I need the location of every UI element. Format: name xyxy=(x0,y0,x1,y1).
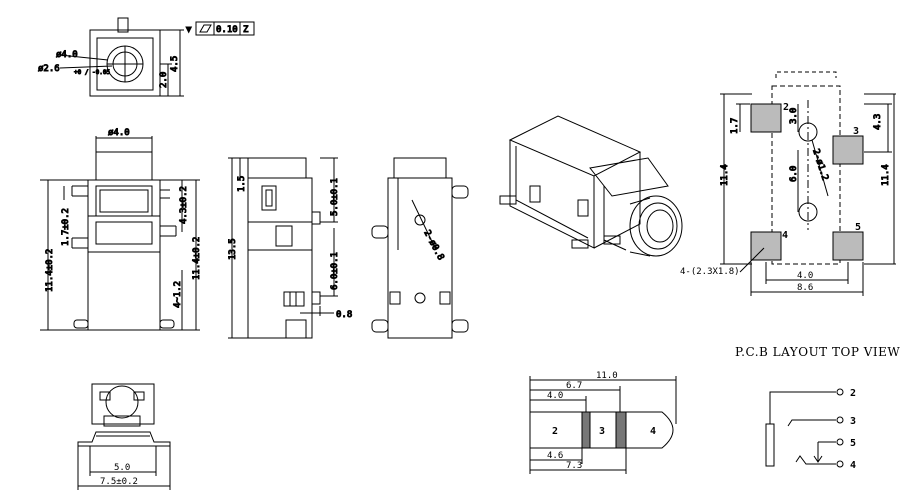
svg-text:▼: ▼ xyxy=(186,25,192,35)
bottom-view-dim-outer: 7.5±0.2 xyxy=(100,477,138,487)
top-view-body xyxy=(89,29,161,97)
pcb-dim-inner: 4.0 xyxy=(797,271,813,281)
plug-insulator-2 xyxy=(615,411,627,449)
plug-diagram: 2 3 4 11.0 6.7 4.0 4.6 7.3 xyxy=(529,371,677,474)
schematic: 2 3 5 4 xyxy=(765,388,856,471)
back-view-hole-upper xyxy=(414,214,426,226)
front-view-dim-right: 11.4±0.2 xyxy=(192,237,202,280)
schematic-terminal-2 xyxy=(836,388,844,396)
bottom-view-body xyxy=(91,383,155,425)
isometric-view xyxy=(499,115,683,257)
top-view-dim-inner-tol: +0 / -0.05 xyxy=(74,69,111,76)
pcb-dim-right-short: 4.3 xyxy=(873,114,883,130)
back-view-hole-lower xyxy=(414,292,426,304)
tolerance-datum: Z xyxy=(243,25,249,35)
front-view-body xyxy=(87,179,161,331)
front-view-dim-top-left: 1.7±0.2 xyxy=(61,208,71,246)
plug-dim-low-a: 4.6 xyxy=(547,451,563,461)
top-view-dim-inner: ø2.6 xyxy=(38,64,60,74)
pcb-dim-top: 1.7 xyxy=(730,118,740,134)
side-view: 13.5 1.5 5.0±0.1 6.0±0.1 0.8 xyxy=(228,157,353,339)
top-view-dim-total: 4.5 xyxy=(170,56,180,72)
tolerance-value: 0.10 xyxy=(216,25,238,35)
front-view-cap xyxy=(95,151,153,181)
top-view-inner-frame xyxy=(96,37,154,91)
plug-dim-total: 11.0 xyxy=(596,371,618,381)
schematic-terminal-3 xyxy=(836,416,844,424)
isometric-barrel-bore xyxy=(646,209,674,243)
back-view: 2-ø0.8 xyxy=(371,157,469,339)
pcb-dim-hole-a: 3.0 xyxy=(789,108,799,124)
back-view-body xyxy=(387,177,453,339)
pcb-dim-left: 11.4 xyxy=(720,164,730,186)
bottom-view-circle xyxy=(105,385,139,419)
schematic-pin-4: 4 xyxy=(850,460,856,471)
pcb-pad-5 xyxy=(832,231,864,261)
schematic-terminal-4 xyxy=(836,460,844,468)
plug-section-2: 2 xyxy=(552,426,558,437)
pcb-pad-label-3: 3 xyxy=(853,126,859,137)
pcb-dim-holes: 2-ø1.2 xyxy=(810,148,830,182)
plug-insulator-1 xyxy=(581,411,591,449)
pcb-pad-3 xyxy=(832,135,864,165)
plug-tip xyxy=(625,411,674,449)
pcb-dim-hole-b: 6.0 xyxy=(789,166,799,182)
side-view-dim-pin-width: 0.8 xyxy=(336,310,352,320)
side-view-dim-top: 1.5 xyxy=(237,176,247,192)
schematic-pin-2: 2 xyxy=(850,388,856,399)
top-view: ø4.0 ø2.6 +0 / -0.05 4.5 2.0 ▼ 0.10 Z xyxy=(38,17,255,97)
plug-dim-low-b: 7.3 xyxy=(566,461,582,471)
pcb-dim-pads: 4-(2.3X1.8) xyxy=(680,267,740,277)
front-view-dim-overall-left: 11.4±0.2 xyxy=(45,249,55,292)
schematic-pin-5: 5 xyxy=(850,438,856,449)
side-view-dim-pin-b: 6.0±0.1 xyxy=(330,252,340,290)
side-view-body xyxy=(247,177,313,339)
top-view-dim-outer: ø4.0 xyxy=(56,50,78,60)
top-view-dim-small: 2.0 xyxy=(159,72,169,88)
schematic-sleeve xyxy=(765,423,775,467)
schematic-pin-3: 3 xyxy=(850,416,856,427)
pcb-dim-right: 11.4 xyxy=(881,164,891,186)
front-view: ø4.0 11.4±0.2 1.7±0.2 11.4±0.2 4.3±0.2 4… xyxy=(40,128,203,331)
pcb-dim-outer: 8.6 xyxy=(797,283,813,293)
pcb-pad-label-2: 2 xyxy=(783,102,789,113)
isometric-barrel-outer xyxy=(629,195,683,257)
tolerance-frame: ▼ 0.10 Z xyxy=(186,21,255,36)
front-view-dim-top-right: 4.3±0.2 xyxy=(179,186,189,224)
pcb-pad-label-4: 4 xyxy=(782,230,788,241)
side-view-dim-pin-a: 5.0±0.1 xyxy=(330,178,340,216)
plug-section-3: 3 xyxy=(599,426,605,437)
top-view-tab xyxy=(117,17,129,33)
pcb-layout-title: P.C.B LAYOUT TOP VIEW xyxy=(735,345,900,359)
bottom-view-dim-inner: 5.0 xyxy=(114,463,130,473)
plug-dim-short: 4.0 xyxy=(547,391,563,401)
plug-section-4: 4 xyxy=(650,426,656,437)
back-view-dim-holes: 2-ø0.8 xyxy=(421,229,445,262)
plug-dim-mid: 6.7 xyxy=(566,381,582,391)
front-view-dim-width: ø4.0 xyxy=(108,128,130,138)
side-view-dim-total: 13.5 xyxy=(228,238,238,260)
pcb-pad-2 xyxy=(750,103,782,133)
side-view-cap xyxy=(247,157,307,179)
bottom-view: 5.0 7.5±0.2 xyxy=(77,383,171,490)
schematic-terminal-5 xyxy=(836,438,844,446)
pcb-layout: 2 3 4 5 11.4 1.7 3.0 6.0 2-ø1.2 4.3 11.4… xyxy=(680,71,900,359)
pcb-pad-label-5: 5 xyxy=(855,222,861,233)
back-view-cap xyxy=(393,157,447,179)
front-view-dim-bottom-right: 4~1.2 xyxy=(173,281,183,308)
flatness-symbol-icon xyxy=(199,24,212,33)
bottom-view-base xyxy=(77,431,171,447)
